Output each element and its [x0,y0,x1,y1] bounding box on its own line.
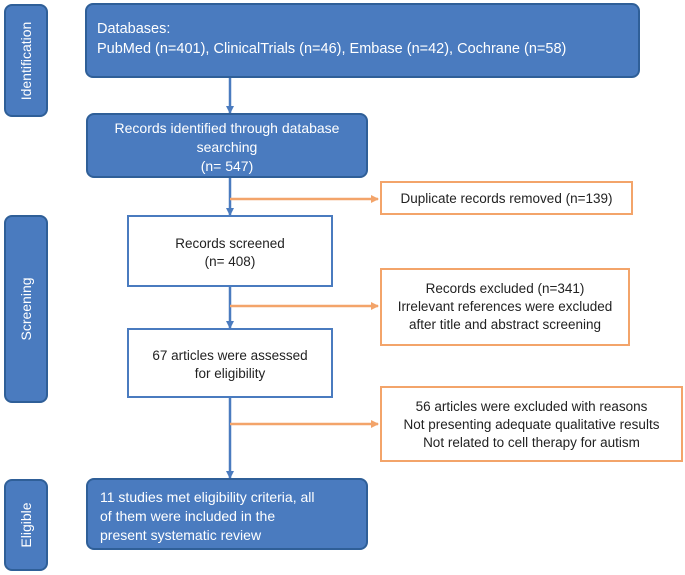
phase-screening: Screening [4,215,48,403]
records-identified-count: (n= 547) [200,158,254,174]
records-excluded-count: Records excluded (n=341) [425,281,585,296]
phase-identification: Identification [4,4,48,117]
articles-assessed-box: 67 articles were assessed for eligibilit… [127,328,333,398]
records-excluded-reason2: after title and abstract screening [408,317,602,332]
articles-excluded-count: 56 articles were excluded with reasons [415,399,648,414]
articles-excluded-box: 56 articles were excluded with reasons N… [380,386,683,462]
phase-eligible-label: Eligible [18,502,34,548]
phase-screening-label: Screening [18,277,34,341]
phase-identification-label: Identification [18,21,34,100]
records-identified-line2: searching [196,139,258,155]
records-excluded-box: Records excluded (n=341) Irrelevant refe… [380,268,630,346]
duplicates-removed-text: Duplicate records removed (n=139) [400,191,613,206]
articles-assessed-line1: 67 articles were assessed [152,348,308,363]
databases-counts: PubMed (n=401), ClinicalTrials (n=46), E… [97,41,567,57]
phase-eligible: Eligible [4,479,48,571]
records-screened-box: Records screened (n= 408) [127,215,333,287]
articles-excluded-reason2: Not related to cell therapy for autism [423,435,640,450]
studies-included-line3: present systematic review [100,527,262,543]
databases-box: Databases: PubMed (n=401), ClinicalTrial… [85,3,640,78]
databases-heading: Databases: [97,21,171,37]
articles-assessed-line2: for eligibility [194,366,266,381]
studies-included-box: 11 studies met eligibility criteria, all… [86,478,368,550]
records-screened-label: Records screened [175,236,285,251]
duplicates-removed-box: Duplicate records removed (n=139) [380,181,633,215]
studies-included-line2: of them were included in the [100,508,276,524]
articles-excluded-reason1: Not presenting adequate qualitative resu… [403,417,660,432]
records-identified-line1: Records identified through database [114,120,340,136]
records-screened-count: (n= 408) [204,254,256,269]
studies-included-line1: 11 studies met eligibility criteria, all [100,489,315,505]
records-identified-box: Records identified through database sear… [86,113,368,178]
records-excluded-reason1: Irrelevant references were excluded [397,299,613,314]
